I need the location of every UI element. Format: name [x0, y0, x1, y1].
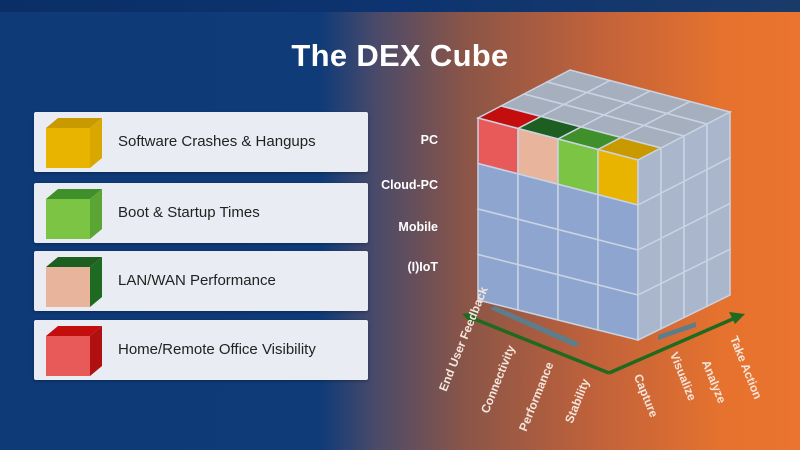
- legend-label: Boot & Startup Times: [118, 204, 260, 221]
- cube-front-cell: [517, 263, 559, 321]
- legend-item-software-crashes: Software Crashes & Hangups: [34, 112, 368, 172]
- cube-top: [46, 189, 102, 199]
- top-banner: [0, 0, 800, 12]
- right-axis-caption-bar: [658, 322, 696, 340]
- cube-top: [46, 118, 102, 128]
- legend-label: LAN/WAN Performance: [118, 272, 276, 289]
- row-label-mobile: Mobile: [398, 220, 438, 234]
- green-cube-icon: [46, 189, 102, 239]
- red-cube-icon: [46, 326, 102, 376]
- left-axis-caption-bar: [490, 306, 580, 347]
- yellow-cube-icon: [46, 118, 102, 168]
- cube-side: [90, 189, 102, 239]
- right-axis-arrow: [608, 316, 736, 375]
- cube-front-cell: [597, 283, 639, 341]
- cube-front: [46, 128, 90, 168]
- row-label-pc: PC: [420, 133, 438, 147]
- cube-top: [46, 326, 102, 336]
- cube-side: [90, 257, 102, 307]
- left-arrowhead-icon: [462, 312, 478, 324]
- legend-label: Home/Remote Office Visibility: [118, 341, 316, 358]
- cube-side: [90, 118, 102, 168]
- cube-front: [46, 336, 90, 376]
- legend-item-boot-startup: Boot & Startup Times: [34, 183, 368, 243]
- row-label-iiot: (I)IoT: [407, 260, 438, 274]
- cube-side: [90, 326, 102, 376]
- row-label-cloud-pc: Cloud-PC: [381, 178, 438, 192]
- page-title: The DEX Cube: [291, 38, 509, 73]
- peach-green-cube-icon: [46, 257, 102, 307]
- left-axis-arrow: [471, 316, 610, 375]
- cube-front: [46, 199, 90, 239]
- legend-item-home-remote: Home/Remote Office Visibility: [34, 320, 368, 380]
- cube-right-cell: [706, 248, 731, 308]
- right-arrowhead-icon: [729, 312, 745, 324]
- legend-item-lan-wan: LAN/WAN Performance: [34, 251, 368, 311]
- legend-label: Software Crashes & Hangups: [118, 133, 316, 150]
- cube-top: [46, 257, 102, 267]
- cube-front-cell: [557, 273, 599, 331]
- cube-front: [46, 267, 90, 307]
